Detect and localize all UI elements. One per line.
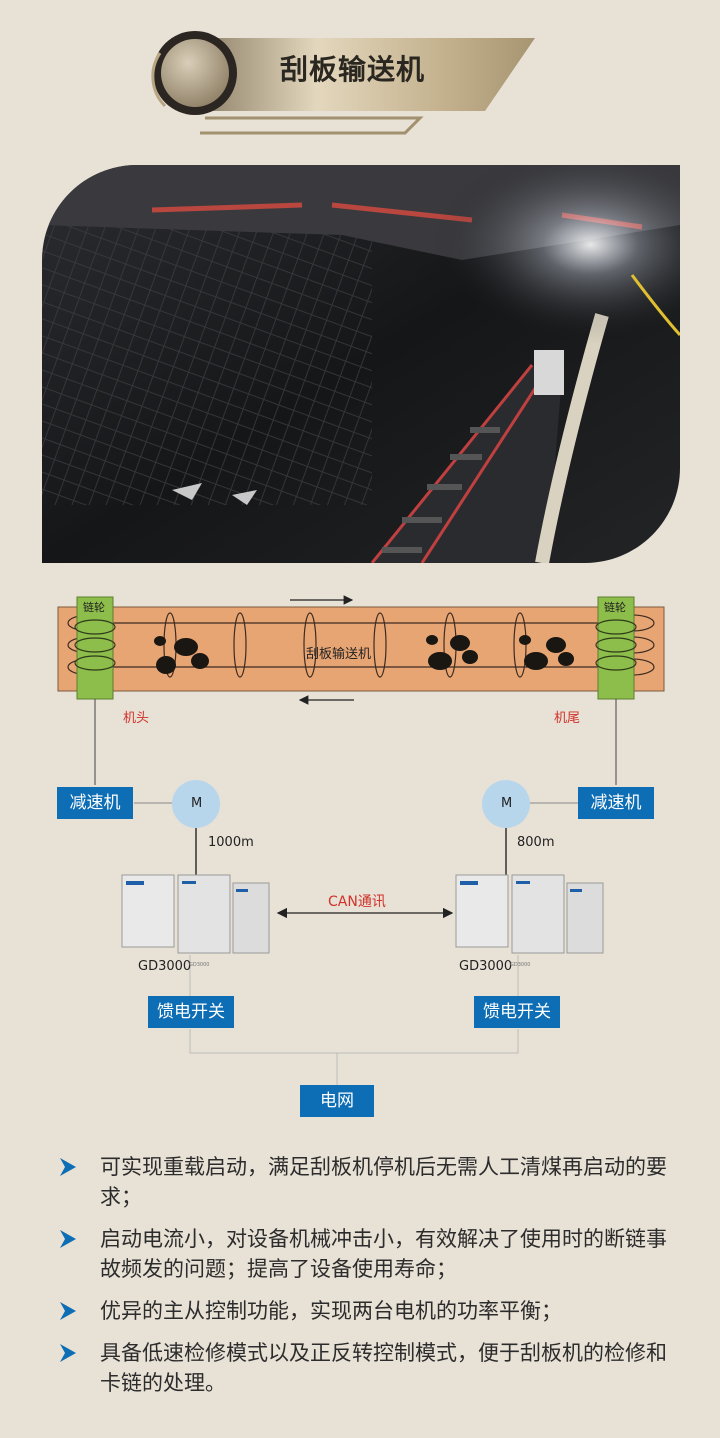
feature-list: 可实现重载启动，满足刮板机停机后无需人工清煤再启动的要求； 启动电流小，对设备机… xyxy=(58,1152,678,1410)
list-item: 优异的主从控制功能，实现两台电机的功率平衡； xyxy=(58,1296,678,1326)
reducer-left: 减速机 xyxy=(57,787,133,819)
cable-length-right: 800m xyxy=(517,835,555,850)
diagram-lines xyxy=(57,595,665,1085)
can-comm-label: CAN通讯 xyxy=(328,894,386,910)
motor-left: M xyxy=(191,796,203,811)
tail-label: 机尾 xyxy=(554,711,581,726)
feeder-switch-left: 馈电开关 xyxy=(148,996,234,1028)
sprocket-right-label: 链轮 xyxy=(604,601,626,614)
chevron-right-icon xyxy=(60,1230,76,1248)
chevron-right-icon xyxy=(60,1158,76,1176)
reducer-right: 减速机 xyxy=(578,787,654,819)
head-label: 机头 xyxy=(123,711,150,726)
feature-text: 具备低速检修模式以及正反转控制模式，便于刮板机的检修和卡链的处理。 xyxy=(100,1341,667,1395)
mine-conveyor-photo xyxy=(42,165,680,563)
cable-length-left: 1000m xyxy=(208,835,254,850)
feature-text: 可实现重载启动，满足刮板机停机后无需人工清煤再启动的要求； xyxy=(100,1155,667,1209)
system-diagram: 链轮 链轮 刮板输送机 机头 机尾 减速机 减速机 M M 1000m 800m… xyxy=(0,585,720,1130)
drive-right-label: GD3000 xyxy=(459,959,513,974)
drive-right-small-label: GD3000 xyxy=(510,962,531,968)
chevron-right-icon xyxy=(60,1344,76,1362)
sprocket-right xyxy=(597,596,635,700)
drive-left-small-label: GD3000 xyxy=(189,962,210,968)
drive-cabinet-right xyxy=(455,874,604,954)
page-title: 刮板输送机 xyxy=(280,53,426,86)
feature-text: 优异的主从控制功能，实现两台电机的功率平衡； xyxy=(100,1299,562,1323)
chevron-right-icon xyxy=(60,1302,76,1320)
motor-right: M xyxy=(501,796,513,811)
motor-right-circle xyxy=(482,780,530,828)
feeder-switch-right: 馈电开关 xyxy=(474,996,560,1028)
list-item: 启动电流小，对设备机械冲击小，有效解决了使用时的断链事故频发的问题；提高了设备使… xyxy=(58,1224,678,1284)
drive-left-label: GD3000 xyxy=(138,959,192,974)
power-grid: 电网 xyxy=(300,1085,374,1117)
feature-text: 启动电流小，对设备机械冲击小，有效解决了使用时的断链事故频发的问题；提高了设备使… xyxy=(100,1227,667,1281)
list-item: 具备低速检修模式以及正反转控制模式，便于刮板机的检修和卡链的处理。 xyxy=(58,1338,678,1398)
list-item: 可实现重载启动，满足刮板机停机后无需人工清煤再启动的要求； xyxy=(58,1152,678,1212)
sprocket-left-label: 链轮 xyxy=(83,601,105,614)
drive-cabinet-left xyxy=(121,874,270,954)
motor-left-circle xyxy=(172,780,220,828)
conveyor-label: 刮板输送机 xyxy=(306,647,372,662)
title-banner xyxy=(151,31,535,135)
